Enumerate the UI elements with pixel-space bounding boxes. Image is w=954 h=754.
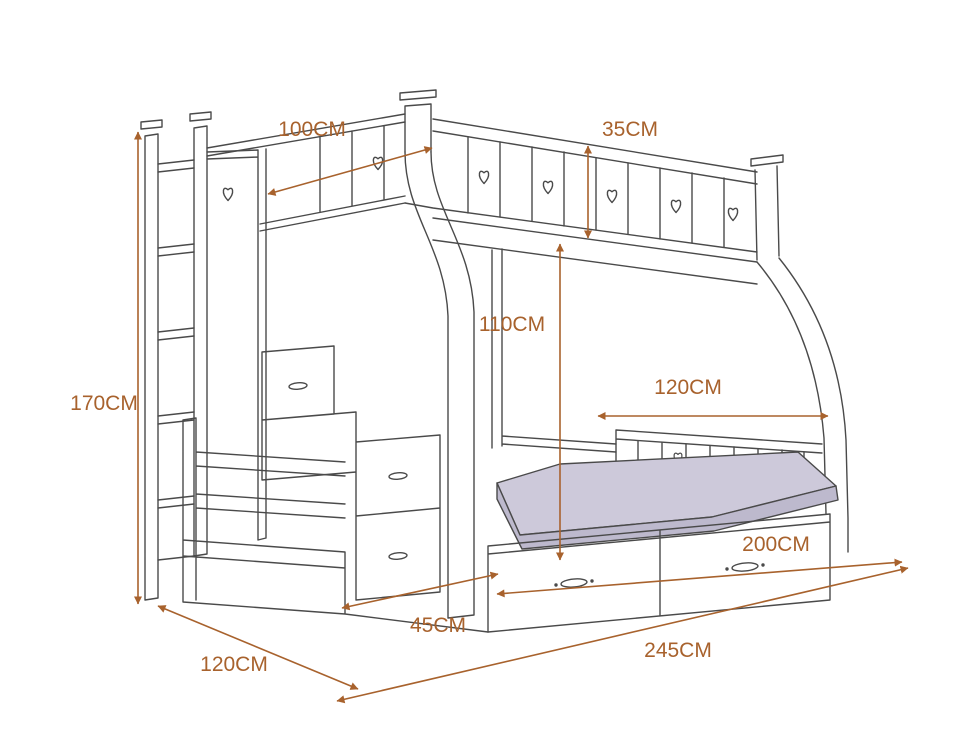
dim-bed-width: 120CM	[157, 605, 359, 690]
upper-bunk-posts	[399, 89, 784, 261]
dim-bed-width-label: 120CM	[200, 653, 268, 676]
back-structure	[491, 248, 617, 453]
heart-icon	[478, 170, 490, 185]
upper-guardrail-rails	[404, 118, 758, 285]
dim-guard-height-label: 35CM	[602, 118, 658, 141]
drawer-handle	[388, 472, 408, 480]
handle-screw	[761, 563, 765, 567]
dim-inner-length: 120CM	[597, 376, 829, 420]
dim-guard-height: 35CM	[584, 118, 658, 239]
stair-drawer-fronts	[261, 345, 441, 601]
head-side-rails	[182, 417, 489, 633]
front-left-post	[399, 89, 437, 153]
drawer-handle	[288, 382, 308, 390]
right-curved-leg	[756, 257, 849, 553]
dim-total-height-label: 170CM	[70, 392, 138, 415]
dim-total-length-label: 245CM	[644, 639, 712, 662]
dim-stair-depth-label: 45CM	[410, 614, 466, 637]
handle-screw	[554, 583, 558, 587]
ladder-rungs	[157, 159, 195, 561]
mattress-side	[496, 482, 839, 550]
drawer-handle	[388, 552, 408, 560]
dim-drawer-length-label: 200CM	[742, 533, 810, 556]
dim-head-rail: 100CM	[267, 118, 433, 196]
dim-clearance: 110CM	[479, 243, 564, 561]
right-post	[750, 154, 784, 261]
ladder-frame	[140, 111, 212, 601]
heart-icon	[727, 207, 739, 222]
heart-icon	[222, 187, 234, 202]
dim-total-height: 170CM	[70, 131, 142, 605]
lower-bed-head-side	[182, 417, 489, 633]
upper-guardrail-slats	[467, 136, 725, 248]
heart-icon	[542, 180, 554, 195]
back-post-and-rail	[491, 248, 617, 453]
heart-icon	[670, 199, 682, 214]
dim-head-rail-label: 100CM	[278, 118, 346, 141]
handle-screw	[725, 567, 729, 571]
dim-inner-length-label: 120CM	[654, 376, 722, 399]
dimension-annotations: 170CM 100CM 35CM 110CM 120CM 45CM 200CM	[70, 118, 909, 704]
handle-screw	[590, 579, 594, 583]
bed-line-art	[140, 89, 849, 633]
mattress	[496, 451, 839, 550]
heart-icon	[606, 189, 618, 204]
upper-guardrail	[404, 118, 758, 285]
drawer-handle	[731, 562, 759, 572]
dim-total-length: 245CM	[336, 565, 909, 704]
dim-clearance-label: 110CM	[479, 313, 545, 336]
stair-drawers	[206, 148, 441, 601]
lower-guardrail-rails	[615, 429, 823, 482]
ladder-posts	[140, 111, 212, 601]
stair-side-panel	[206, 148, 267, 541]
